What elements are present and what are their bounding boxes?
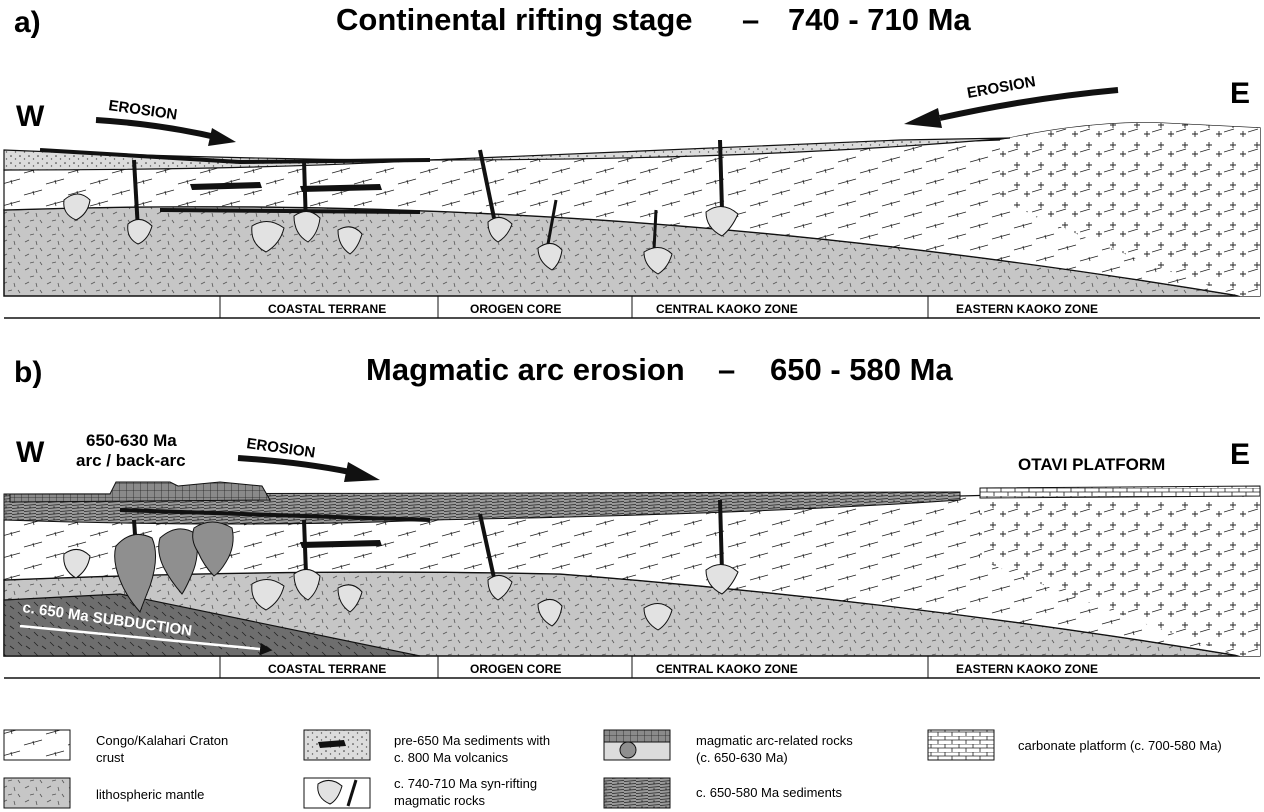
panel-a: a) Continental rifting stage – 740 - 710…	[3, 2, 1261, 319]
pluton-b7	[643, 603, 673, 631]
dyke-a6	[652, 209, 658, 251]
legend-swatch-mantle	[3, 777, 71, 809]
legend-arc-pluton	[619, 741, 637, 759]
legend-craton-line2: crust	[96, 750, 125, 765]
pluton-b8	[705, 564, 739, 595]
volcanic-lens-b1	[300, 540, 382, 548]
subducting-slab	[3, 593, 421, 657]
erosion-right-arrowhead	[904, 108, 942, 128]
arc-age-label: 650-630 Ma	[86, 431, 177, 450]
legend-sed-line2: c. 800 Ma volcanics	[394, 750, 509, 765]
dyke-a4	[718, 139, 724, 211]
legend-arc-grid	[603, 729, 671, 743]
craton-plus-zone-b	[980, 488, 1260, 656]
legend-rift-line2: magmatic rocks	[394, 793, 486, 808]
panel-a-title: Continental rifting stage	[336, 2, 693, 37]
legend: Congo/Kalahari Craton crust lithospheric…	[3, 729, 1222, 809]
pluton-a2	[127, 219, 153, 245]
erosion-right-label: EROSION	[966, 73, 1037, 102]
pluton-a3	[251, 221, 285, 253]
legend-arc-line2: (c. 650-630 Ma)	[696, 750, 788, 765]
panel-a-dash: –	[742, 2, 759, 37]
pluton-b3	[293, 569, 321, 601]
panel-b-dash: –	[718, 352, 735, 387]
zone-a-orogen: OROGEN CORE	[470, 302, 561, 316]
pluton-b4	[337, 584, 363, 613]
pluton-a8	[643, 247, 673, 275]
legend-rift-dyke	[346, 779, 358, 807]
pluton-a4	[293, 211, 321, 243]
rift-base-a	[159, 208, 421, 214]
arc-rocks-b	[9, 481, 271, 503]
legend-swatch-carbonate	[927, 729, 995, 761]
panel-a-east-label: E	[1230, 77, 1250, 110]
panel-b-letter: b)	[14, 356, 42, 389]
zone-a-central: CENTRAL KAOKO ZONE	[656, 302, 798, 316]
legend-carbonate: carbonate platform (c. 700-580 Ma)	[1018, 738, 1222, 753]
dyke-b3	[478, 513, 496, 579]
pluton-a1	[63, 193, 91, 221]
arc-type-label: arc / back-arc	[76, 451, 186, 470]
legend-swatch-young-sed	[603, 777, 671, 809]
zone-b-orogen: OROGEN CORE	[470, 662, 561, 676]
otavi-platform-label: OTAVI PLATFORM	[1018, 455, 1165, 474]
dyke-a3	[478, 149, 496, 219]
legend-swatch-craton	[3, 729, 71, 761]
pluton-a7	[537, 243, 563, 271]
dyke-a5	[546, 199, 558, 245]
panel-a-age: 740 - 710 Ma	[788, 2, 971, 37]
legend-arc-line1: magmatic arc-related rocks	[696, 733, 853, 748]
otavi-carbonate-platform	[979, 485, 1261, 499]
erosion-left-arrow	[95, 117, 221, 141]
dyke-b2	[302, 519, 308, 575]
dyke-a1	[132, 159, 140, 231]
panel-b-age: 650 - 580 Ma	[770, 352, 953, 387]
zone-b-coastal: COASTAL TERRANE	[268, 662, 386, 676]
pluton-a6	[487, 217, 513, 243]
pluton-b1	[63, 549, 91, 579]
volcanic-lens-a1	[190, 182, 262, 190]
pluton-b5	[487, 575, 513, 601]
legend-mantle: lithospheric mantle	[96, 787, 204, 802]
legend-craton-line1: Congo/Kalahari Craton	[96, 733, 228, 748]
pluton-b2	[251, 579, 285, 611]
volcanic-lens-a2	[300, 184, 382, 192]
zone-b-eastern: EASTERN KAOKO ZONE	[956, 662, 1098, 676]
rift-surface-b	[119, 508, 431, 522]
craton-plus-zone-a	[1000, 122, 1260, 296]
rift-surface-a	[39, 148, 431, 165]
erosion-b-arrowhead	[344, 462, 380, 482]
arc-pluton-1	[114, 533, 156, 613]
legend-rift-pluton	[317, 780, 343, 805]
panel-a-west-label: W	[16, 100, 45, 133]
dyke-b4	[718, 499, 724, 573]
pluton-b6	[537, 599, 563, 627]
panel-b: b) Magmatic arc erosion – 650 - 580 Ma W…	[3, 352, 1261, 679]
legend-sed-line1: pre-650 Ma sediments with	[394, 733, 550, 748]
zone-a-eastern: EASTERN KAOKO ZONE	[956, 302, 1098, 316]
zone-a-coastal: COASTAL TERRANE	[268, 302, 386, 316]
legend-rift-line1: c. 740-710 Ma syn-rifting	[394, 776, 537, 791]
zone-b-central: CENTRAL KAOKO ZONE	[656, 662, 798, 676]
pluton-a9	[705, 206, 739, 237]
panel-b-title: Magmatic arc erosion	[366, 352, 685, 387]
arc-pluton-3	[192, 521, 234, 577]
legend-swatch-volcanic	[318, 740, 346, 748]
erosion-left-arrowhead	[208, 128, 236, 146]
pluton-a5	[337, 226, 363, 255]
panel-b-east-label: E	[1230, 438, 1250, 471]
panel-b-west-label: W	[16, 436, 45, 469]
subduction-arrow	[19, 624, 273, 656]
erosion-right-arrow	[939, 87, 1119, 121]
erosion-b-arrow	[237, 455, 351, 475]
legend-young-sed: c. 650-580 Ma sediments	[696, 785, 842, 800]
panel-a-letter: a)	[14, 6, 41, 39]
